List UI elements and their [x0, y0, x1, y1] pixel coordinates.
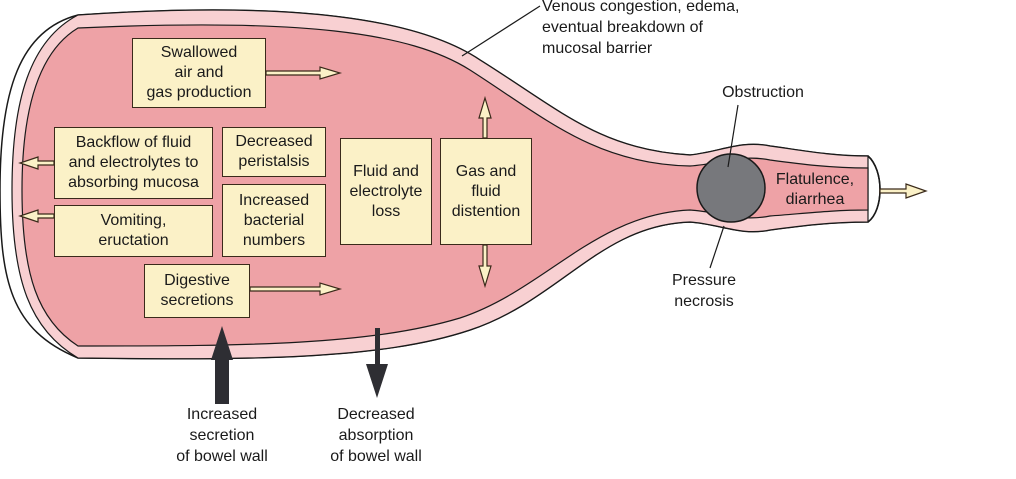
arrow-up-increased-secretion-icon	[211, 326, 233, 404]
arrow-left-backflow-icon	[18, 156, 55, 170]
venous-leader-line	[461, 5, 541, 57]
obstruction-label: Obstruction	[722, 84, 804, 101]
venous-congestion-label: Venous congestion, edema, eventual break…	[542, 0, 740, 57]
fluid-electrolyte-loss-box: Fluid and electrolyte loss	[340, 138, 432, 245]
gas-fluid-distention-box: Gas and fluid distention	[440, 138, 532, 245]
arrow-right-swallowed-icon	[265, 66, 343, 80]
arrow-down-decreased-absorption-icon	[366, 328, 388, 398]
swallowed-air-box: Swallowed air and gas production	[132, 38, 266, 108]
decreased-peristalsis-box: Decreased peristalsis	[222, 127, 326, 177]
arrow-left-vomiting-icon	[18, 209, 55, 223]
vomiting-box: Vomiting, eructation	[54, 205, 213, 257]
digestive-secretions-box: Digestive secretions	[144, 264, 250, 318]
arrow-down-distention-icon	[478, 244, 492, 289]
increased-secretion-label: Increased secretion of bowel wall	[176, 406, 268, 465]
obstruction-leader-line	[727, 104, 739, 168]
arrow-right-flatulence-icon	[879, 183, 928, 199]
necrosis-leader-line	[709, 225, 725, 269]
flatulence-label: Flatulence, diarrhea	[775, 171, 855, 208]
pressure-necrosis-label: Pressure necrosis	[671, 272, 737, 310]
arrow-right-digestive-icon	[249, 282, 343, 296]
arrow-up-distention-icon	[478, 95, 492, 139]
decreased-absorption-label: Decreased absorption of bowel wall	[330, 406, 422, 465]
obstruction-mass	[696, 153, 766, 223]
increased-bacterial-box: Increased bacterial numbers	[222, 184, 326, 257]
backflow-box: Backflow of fluid and electrolytes to ab…	[54, 127, 213, 199]
